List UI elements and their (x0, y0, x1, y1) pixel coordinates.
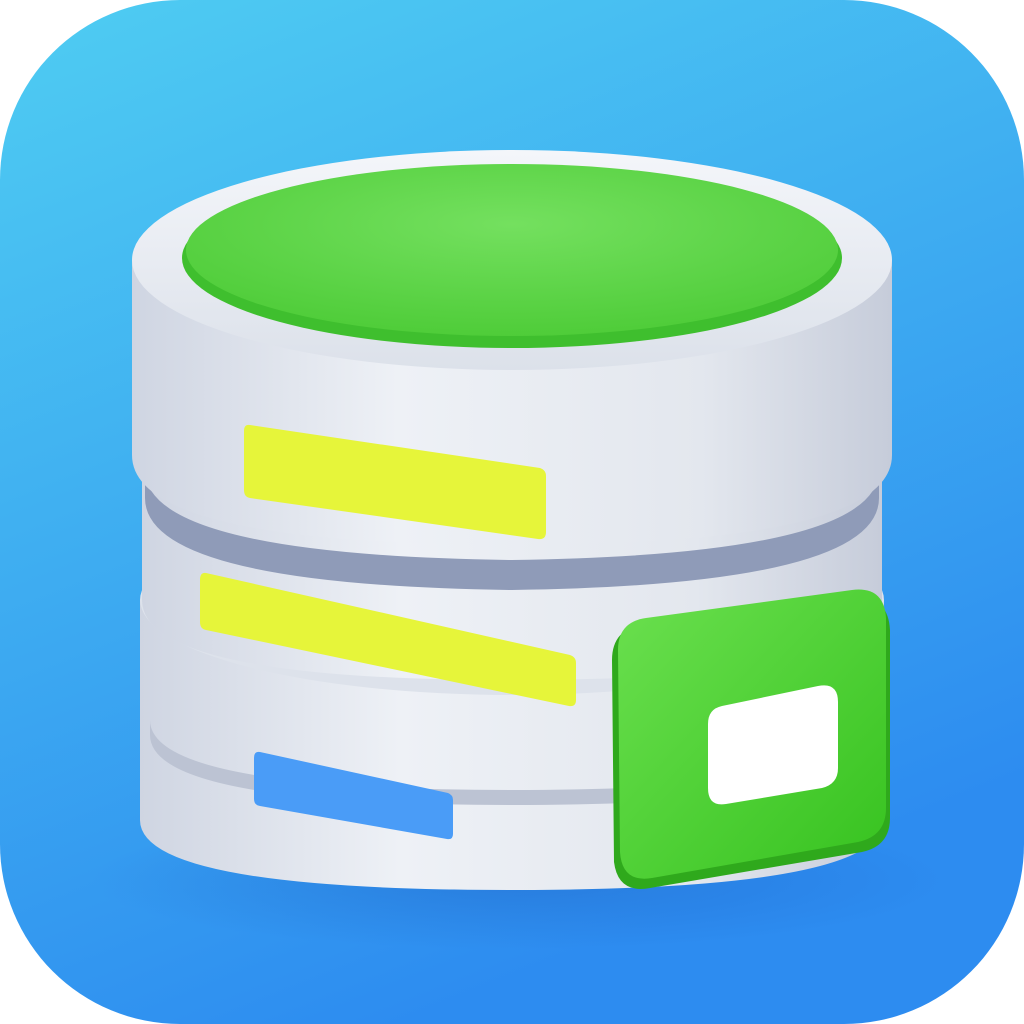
label-bar-middle (200, 572, 576, 707)
database-groove-upper (145, 470, 879, 590)
badge-icon (612, 589, 890, 889)
badge-window-icon (708, 685, 838, 805)
label-bar-bottom (254, 751, 453, 840)
label-bar-top (244, 424, 546, 540)
database-icon (132, 150, 892, 890)
database-lid (186, 164, 838, 336)
